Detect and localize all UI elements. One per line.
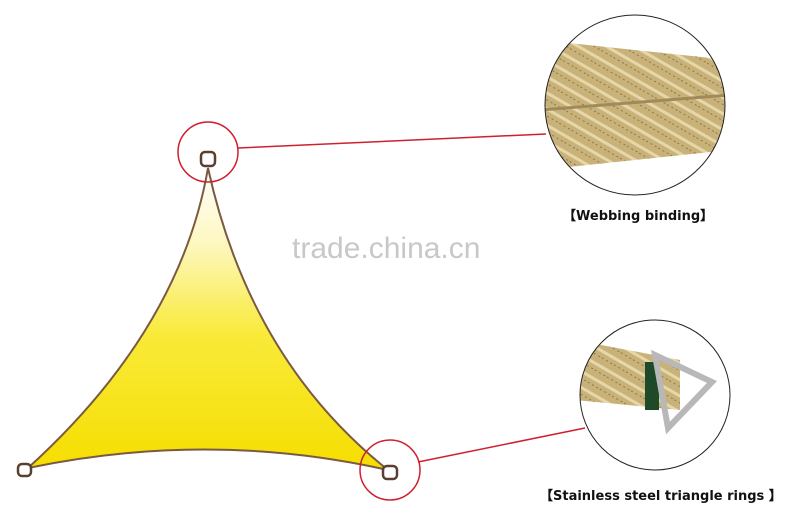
callout-label-webbing: 【Webbing binding】 — [563, 209, 714, 224]
webbing-detail-photo — [545, 15, 725, 195]
corner-ring-left-icon — [16, 462, 33, 478]
sail-triangle — [24, 167, 389, 471]
corner-ring-right-icon — [381, 464, 399, 481]
callout-line-bottom — [417, 427, 586, 463]
watermark: trade.china.cn — [292, 232, 481, 265]
highlight-circle-top — [177, 121, 239, 183]
callout-line-top — [237, 133, 547, 149]
highlight-circle-right — [359, 439, 421, 501]
callout-label-rings: 【Stainless steel triangle rings 】 — [540, 489, 782, 504]
ring-detail-photo — [580, 320, 730, 470]
corner-ring-top-icon — [199, 150, 217, 168]
